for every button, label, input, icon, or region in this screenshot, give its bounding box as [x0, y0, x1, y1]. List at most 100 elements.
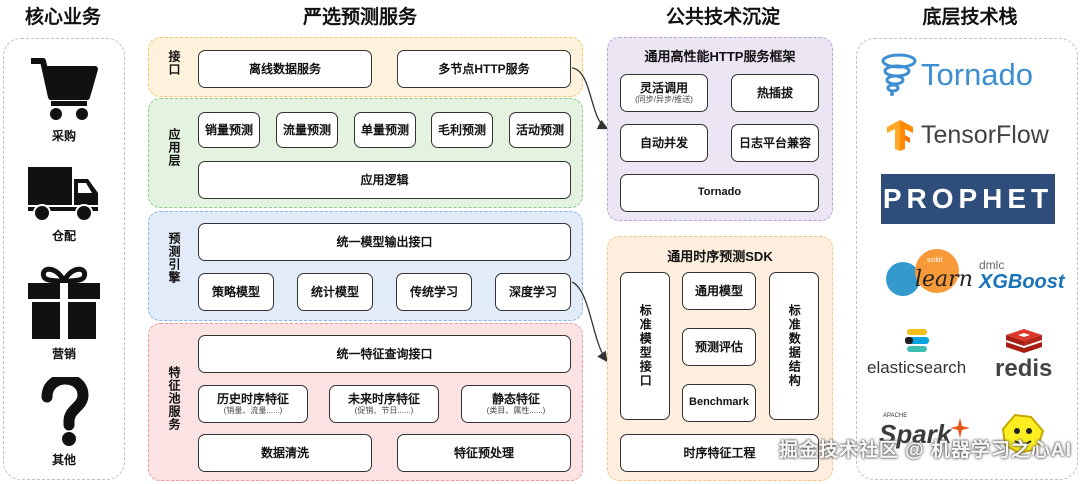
- tornado-logo: Tornado: [881, 53, 1033, 97]
- tornado-label: Tornado: [697, 186, 742, 199]
- core-business-panel: 采购 仓配 营销 其他: [3, 38, 125, 480]
- flexible-call-sub: (同步/异步/推送): [635, 95, 693, 105]
- history-feature-sub: (销量、流量......): [223, 406, 283, 416]
- order-forecast-label: 单量预测: [360, 122, 409, 137]
- auto-concurrency-box: 自动并发: [620, 124, 708, 162]
- core-label-purchase: 采购: [51, 129, 76, 143]
- spark-logo: APACHE Spark: [879, 411, 971, 450]
- std-model-interface-label: 标准模型接口: [638, 304, 653, 388]
- margin-forecast-label: 毛利预测: [437, 122, 486, 137]
- model-output-interface-label: 统一模型输出接口: [336, 234, 433, 249]
- redis-icon: [1005, 329, 1042, 353]
- public-tech-header: 公共技术沉淀: [665, 7, 780, 28]
- prophet-logo: PROPHET: [881, 174, 1055, 224]
- hot-plug-box: 热插拔: [731, 74, 819, 112]
- order-forecast-box: 单量预测: [354, 112, 416, 148]
- log-compat-label: 日志平台兼容: [738, 135, 811, 150]
- core-item-warehouse: 仓配: [24, 163, 104, 244]
- gift-icon: [28, 266, 100, 339]
- core-label-marketing: 营销: [51, 347, 76, 361]
- http-service-box: 多节点HTTP服务: [397, 50, 571, 88]
- traditional-learning-label: 传统学习: [409, 284, 458, 299]
- strategy-model-label: 策略模型: [211, 284, 260, 299]
- stack-header: 底层技术栈: [922, 7, 1018, 28]
- flexible-call-box: 灵活调用 (同步/异步/推送): [620, 74, 708, 112]
- flexible-call-label: 灵活调用: [639, 81, 688, 95]
- core-item-marketing: 营销: [24, 263, 104, 362]
- feature-layer-label: 特征池服务: [167, 366, 181, 431]
- watermark: 掘金技术社区 @ 机器学习之心AI: [778, 440, 1072, 461]
- spark-star-icon: [950, 417, 971, 438]
- ts-feature-eng-label: 时序特征工程: [683, 445, 756, 460]
- sklearn-icon: [886, 249, 959, 296]
- future-feature-box: 未来时序特征 (促销、节日......): [329, 385, 439, 423]
- question-icon: [41, 377, 89, 446]
- hot-plug-label: 热插拔: [756, 85, 793, 100]
- tornado-box: Tornado: [620, 174, 819, 212]
- auto-concurrency-label: 自动并发: [639, 135, 688, 150]
- generic-model-label: 通用模型: [694, 283, 743, 298]
- elasticsearch-logo: elasticsearch: [867, 327, 966, 378]
- traditional-learning-box: 传统学习: [396, 273, 472, 311]
- statistical-model-label: 统计模型: [310, 284, 359, 299]
- interface-layer-label: 接口: [167, 50, 181, 76]
- future-feature-label: 未来时序特征: [347, 392, 420, 406]
- traffic-forecast-label: 流量预测: [282, 122, 331, 137]
- deep-learning-label: 深度学习: [508, 284, 557, 299]
- feature-preprocess-box: 特征预处理: [397, 434, 571, 472]
- offline-data-service-box: 离线数据服务: [198, 50, 372, 88]
- sklearn-logo: scikit learn: [875, 247, 973, 303]
- cart-icon: [31, 58, 98, 120]
- tornado-logo-text: Tornado: [921, 57, 1034, 92]
- static-feature-box: 静态特征 (类目、属性......): [461, 385, 571, 423]
- strategy-model-box: 策略模型: [198, 273, 274, 311]
- data-cleaning-box: 数据清洗: [198, 434, 372, 472]
- core-item-other: 其他: [24, 377, 104, 468]
- sales-forecast-label: 销量预测: [204, 122, 253, 137]
- sales-forecast-box: 销量预测: [198, 112, 260, 148]
- tensorflow-logo-text: TensorFlow: [921, 120, 1049, 149]
- std-data-structure-label: 标准数据结构: [787, 304, 802, 388]
- forecast-eval-label: 预测评估: [694, 339, 743, 354]
- elasticsearch-logo-text: elasticsearch: [867, 358, 967, 377]
- engine-layer-label: 预测引擎: [167, 232, 181, 284]
- xgboost-logo-text: XGBoost: [979, 271, 1065, 293]
- truck-icon: [28, 167, 98, 222]
- log-compat-box: 日志平台兼容: [731, 124, 819, 162]
- margin-forecast-box: 毛利预测: [431, 112, 493, 148]
- core-item-purchase: 采购: [24, 55, 104, 144]
- redis-logo-text: redis: [995, 355, 1053, 382]
- tensorflow-logo: TensorFlow: [885, 119, 1049, 151]
- std-data-structure-box: 标准数据结构: [769, 272, 819, 420]
- offline-data-service-label: 离线数据服务: [248, 61, 321, 76]
- prophet-logo-text: PROPHET: [882, 183, 1054, 214]
- history-feature-label: 历史时序特征: [216, 392, 289, 406]
- std-model-interface-box: 标准模型接口: [620, 272, 670, 420]
- elasticsearch-icon: [904, 329, 929, 352]
- http-service-label: 多节点HTTP服务: [438, 61, 530, 76]
- sklearn-small-text: scikit: [927, 257, 943, 264]
- app-logic-box: 应用逻辑: [198, 161, 571, 199]
- xgboost-logo: dmlc XGBoost: [979, 259, 1065, 293]
- xgboost-dmlc-text: dmlc: [979, 258, 1005, 272]
- benchmark-label: Benchmark: [689, 396, 749, 409]
- sklearn-logo-text: learn: [915, 267, 973, 292]
- core-label-other: 其他: [51, 453, 76, 467]
- data-cleaning-label: 数据清洗: [260, 445, 309, 460]
- spark-logo-text: Spark: [879, 419, 952, 449]
- app-layer-label: 应用层: [167, 128, 181, 167]
- history-feature-box: 历史时序特征 (销量、流量......): [198, 385, 308, 423]
- traffic-forecast-box: 流量预测: [276, 112, 338, 148]
- feature-preprocess-label: 特征预处理: [453, 445, 514, 460]
- core-label-warehouse: 仓配: [51, 229, 76, 243]
- sdk-title: 通用时序预测SDK: [667, 249, 773, 264]
- feature-query-interface-label: 统一特征查询接口: [336, 346, 433, 361]
- static-feature-label: 静态特征: [491, 392, 540, 406]
- activity-forecast-box: 活动预测: [509, 112, 571, 148]
- deep-learning-box: 深度学习: [495, 273, 571, 311]
- predict-service-header: 严选预测服务: [302, 7, 417, 28]
- tornado-swirl-icon: [881, 53, 917, 96]
- future-feature-sub: (促销、节日......): [354, 406, 414, 416]
- forecast-eval-box: 预测评估: [682, 328, 756, 366]
- redis-logo: redis: [995, 327, 1052, 381]
